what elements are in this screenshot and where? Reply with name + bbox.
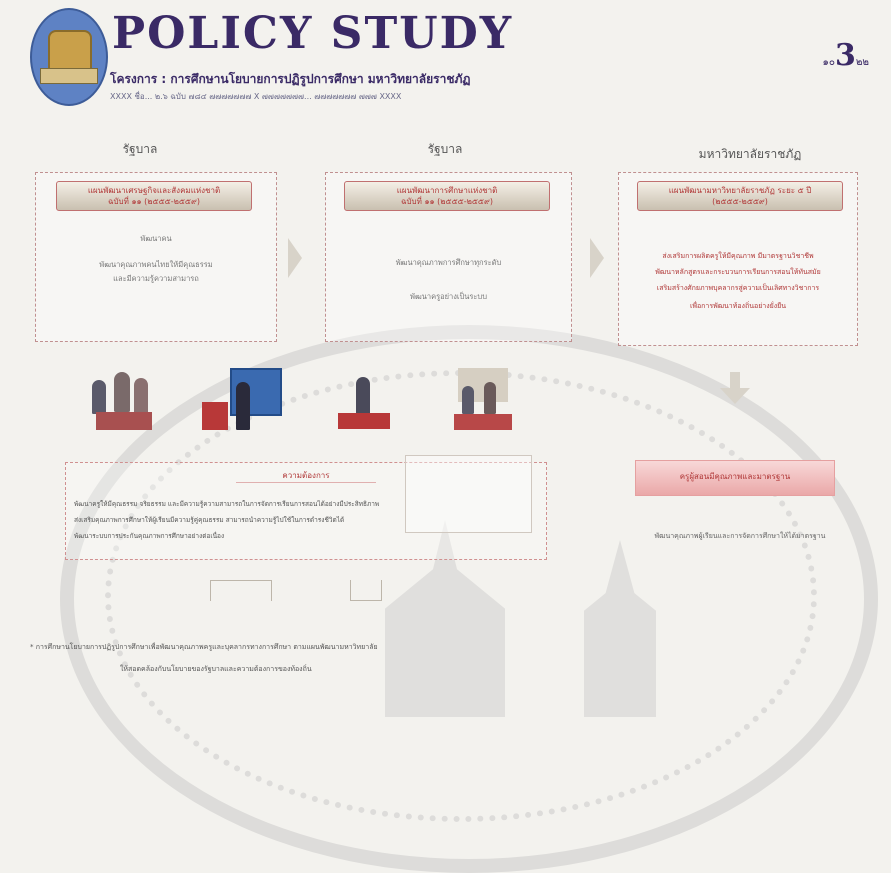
column-3-line: เพื่อการพัฒนาท้องถิ่นอย่างยั่งยืน xyxy=(689,302,787,310)
footer-line: * การศึกษานโยบายการปฏิรูปการศึกษาเพื่อพั… xyxy=(30,643,378,651)
connector-line xyxy=(210,580,272,601)
column-1-line: พัฒนาคน xyxy=(140,234,172,243)
center-frame xyxy=(405,455,532,533)
arrow-right-icon xyxy=(590,238,604,278)
column-3-line: ส่งเสริมการผลิตครูให้มีคุณภาพ มีมาตรฐานว… xyxy=(662,252,814,260)
arrow-down-icon xyxy=(720,372,750,404)
column-1-heading: รัฐบาล xyxy=(122,142,158,156)
outcome-text: พัฒนาคุณภาพผู้เรียนและการจัดการศึกษาให้ไ… xyxy=(654,532,826,540)
footer-line: ให้สอดคล้องกับนโยบายของรัฐบาลและความต้อง… xyxy=(120,665,312,673)
column-3-heading: มหาวิทยาลัยราชภัฏ xyxy=(698,147,802,161)
column-2-box: แผนพัฒนาการศึกษาแห่งชาติ ฉบับที่ ๑๑ (๒๕๕… xyxy=(325,172,572,342)
speaker-illustration xyxy=(330,375,400,435)
meeting-illustration xyxy=(88,368,158,432)
column-2-line: พัฒนาครูอย่างเป็นระบบ xyxy=(410,292,487,301)
column-1-box: แผนพัฒนาเศรษฐกิจและสังคมแห่งชาติ ฉบับที่… xyxy=(35,172,277,342)
project-meta-line: XXXX ชื่อ... ๒.๖ ฉบับ ๗๘๔ ๗๗๗๗๗๗๗ X ๗๗๗๗… xyxy=(110,92,402,101)
page-title: POLICY STUDY xyxy=(112,8,514,59)
needs-line: พัฒนาระบบการประกันคุณภาพการศึกษาอย่างต่อ… xyxy=(74,532,225,540)
connector-line xyxy=(350,580,382,601)
column-1-line: พัฒนาคุณภาพคนไทยให้มีคุณธรรม xyxy=(99,260,213,269)
column-3-box: แผนพัฒนามหาวิทยาลัยราชภัฏ ระยะ ๕ ปี (๒๕๕… xyxy=(618,172,858,346)
column-2-plan-label: แผนพัฒนาการศึกษาแห่งชาติ ฉบับที่ ๑๑ (๒๕๕… xyxy=(344,181,550,211)
column-3-plan-label: แผนพัฒนามหาวิทยาลัยราชภัฏ ระยะ ๕ ปี (๒๕๕… xyxy=(637,181,843,211)
presenter-illustration xyxy=(200,368,282,432)
column-1-line: และมีความรู้ความสามารถ xyxy=(113,274,199,283)
column-3-line: พัฒนาหลักสูตรและกระบวนการเรียนการสอนให้ท… xyxy=(655,268,821,276)
needs-heading: ความต้องการ xyxy=(236,469,376,483)
column-2-heading: รัฐบาล xyxy=(427,142,463,156)
classroom-illustration xyxy=(448,368,518,434)
column-2-line: พัฒนาคุณภาพการศึกษาทุกระดับ xyxy=(395,258,502,267)
institution-logo xyxy=(30,8,108,106)
needs-line: ส่งเสริมคุณภาพการศึกษาให้ผู้เรียนมีความร… xyxy=(74,516,345,524)
project-subtitle: โครงการ : การศึกษานโยบายการปฏิรูปการศึกษ… xyxy=(110,72,471,86)
page-number: ๑๐3๒๒ xyxy=(822,38,869,73)
needs-line: พัฒนาครูให้มีคุณธรรม จริยธรรม และมีความร… xyxy=(74,500,380,508)
outcome-label: ครูผู้สอนมีคุณภาพและมาตรฐาน xyxy=(635,460,835,496)
column-3-line: เสริมสร้างศักยภาพบุคลากรสู่ความเป็นเลิศท… xyxy=(656,284,820,292)
column-1-plan-label: แผนพัฒนาเศรษฐกิจและสังคมแห่งชาติ ฉบับที่… xyxy=(56,181,252,211)
arrow-right-icon xyxy=(288,238,302,278)
needs-box: ความต้องการ พัฒนาครูให้มีคุณธรรม จริยธรร… xyxy=(65,462,547,560)
